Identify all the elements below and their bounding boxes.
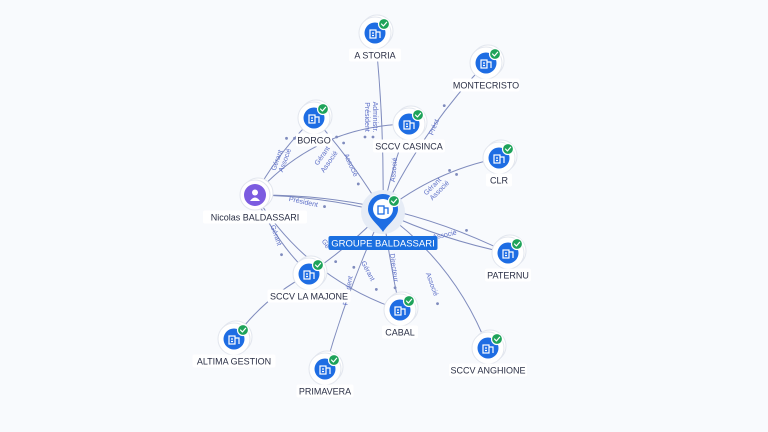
node-montecristo-label-bg <box>452 78 520 92</box>
node-person-label: Nicolas BALDASSARI <box>211 212 300 222</box>
verified-check-icon <box>501 142 515 156</box>
node-sccv-la-majone[interactable]: SCCV LA MAJONE <box>267 255 351 303</box>
node-sccv-la-majone-label: SCCV LA MAJONE <box>270 291 348 301</box>
edge-arrow-montecristo <box>442 104 446 108</box>
node-paternu-label: PATERNU <box>487 270 529 280</box>
building-icon <box>394 306 406 316</box>
node-cabal[interactable]: CABAL <box>382 291 419 339</box>
node-altima-gestion[interactable]: ALTIMA GESTION <box>192 320 276 368</box>
node-a-storia[interactable]: A STORIA <box>349 14 401 62</box>
edge-arrow-a-storia-2 <box>371 135 375 139</box>
node-center-label-bg <box>328 236 438 250</box>
node-montecristo-label: MONTECRISTO <box>453 80 519 90</box>
edge-label-cabal-2: Directeur <box>388 253 399 283</box>
person-icon <box>250 189 260 201</box>
verified-check-icon <box>311 258 325 272</box>
node-clr-label: CLR <box>490 175 509 185</box>
edge-arrow-cabal-2 <box>393 286 397 290</box>
building-icon <box>319 365 331 375</box>
verified-check-icon <box>316 102 330 116</box>
building-icon <box>308 114 320 124</box>
edge-arrow-borgo-person-2 <box>293 136 296 140</box>
verified-check-icon <box>411 108 425 122</box>
building-icon <box>369 29 381 39</box>
node-borgo-label-bg <box>296 133 332 147</box>
node-sccv-anghione-label: SCCV ANGHIONE <box>450 365 525 375</box>
node-borgo[interactable]: BORGO <box>296 99 333 147</box>
edge-arrow-clr-2 <box>455 173 458 176</box>
edge-label-a-storia-2: Administr. <box>371 102 378 133</box>
node-paternu[interactable]: PATERNU <box>485 234 531 282</box>
verified-check-icon <box>327 353 341 367</box>
edge-arrow-clr <box>448 169 451 172</box>
node-sccv-casinca-label: SCCV CASINCA <box>375 141 443 151</box>
node-clr-label-bg <box>486 173 512 187</box>
edge-arrow-anghione <box>436 302 439 306</box>
edge-arrow-cabal <box>374 288 378 291</box>
verified-check-icon <box>387 194 401 208</box>
edge-arrow-borgo-person <box>285 136 288 140</box>
node-center-label: GROUPE BALDASSARI <box>331 238 434 249</box>
edge-label-casinca: Associé <box>390 157 399 182</box>
edge-arrow-primavera <box>352 265 356 269</box>
edge-arrow-majone-center <box>334 260 338 264</box>
node-a-storia-label-bg <box>349 48 401 62</box>
edge-label-cabal: Gérant <box>359 260 375 282</box>
node-sccv-casinca-label-bg <box>373 139 445 153</box>
node-sccv-la-majone-label-bg <box>267 289 351 303</box>
verified-check-icon <box>377 17 391 31</box>
edge-label-person-center: Président <box>288 196 318 209</box>
node-borgo-label: BORGO <box>297 135 331 145</box>
verified-check-icon <box>490 332 504 346</box>
edge-arrow-borgo-center-3 <box>356 182 360 186</box>
verified-check-icon <box>488 47 502 61</box>
edge-label-majone-person: Gérant <box>268 224 282 247</box>
verified-check-icon <box>510 237 524 251</box>
node-altima-gestion-label-bg <box>192 354 276 368</box>
node-primavera-label: PRIMAVERA <box>299 386 351 396</box>
building-icon <box>403 120 415 130</box>
edge-label-borgo-center-3: Associé <box>342 153 359 178</box>
node-sccv-anghione[interactable]: SCCV ANGHIONE <box>449 329 527 377</box>
node-sccv-casinca[interactable]: SCCV CASINCA <box>373 105 445 153</box>
building-icon <box>228 335 240 345</box>
node-a-storia-label: A STORIA <box>354 50 395 60</box>
edge-label-a-storia: Président <box>363 102 370 132</box>
edge-arrow-majone-person <box>280 253 283 257</box>
node-primavera[interactable]: PRIMAVERA <box>296 350 354 398</box>
node-cabal-label-bg <box>382 325 418 339</box>
node-cabal-label: CABAL <box>385 327 415 337</box>
building-icon <box>502 249 514 259</box>
node-paternu-label-bg <box>485 268 531 282</box>
building-icon <box>303 270 315 280</box>
node-montecristo[interactable]: MONTECRISTO <box>452 44 520 92</box>
node-person[interactable]: Nicolas BALDASSARI <box>203 177 307 224</box>
edge-arrow-borgo-center <box>335 135 339 139</box>
building-icon <box>480 59 492 69</box>
building-icon <box>482 344 494 354</box>
edge-arrow-paternu <box>465 229 468 232</box>
node-altima-gestion-label: ALTIMA GESTION <box>197 356 271 366</box>
edge-label-anghione: Associé <box>424 272 439 298</box>
edge-arrow-borgo-center-2 <box>342 141 346 145</box>
edge-label-majone-center: Gé <box>320 238 331 250</box>
graph-nodes: A STORIA MONTECRISTO BORGO SCCV CASINCA CLR P… <box>192 14 531 398</box>
node-center[interactable]: GROUPE BALDASSARI <box>328 190 438 250</box>
building-icon <box>377 205 389 215</box>
node-sccv-anghione-label-bg <box>449 363 527 377</box>
node-person-label-bg <box>203 210 307 224</box>
verified-check-icon <box>402 294 416 308</box>
node-primavera-label-bg <box>296 384 354 398</box>
building-icon <box>493 154 505 164</box>
edge-label-montecristo: Prést <box>428 119 441 137</box>
edge-arrow-a-storia <box>363 135 367 139</box>
node-clr[interactable]: CLR <box>482 139 518 187</box>
edge-label-paternu: Associé <box>432 230 458 242</box>
verified-check-icon <box>236 323 250 337</box>
edge-arrow-person-center <box>323 205 326 208</box>
